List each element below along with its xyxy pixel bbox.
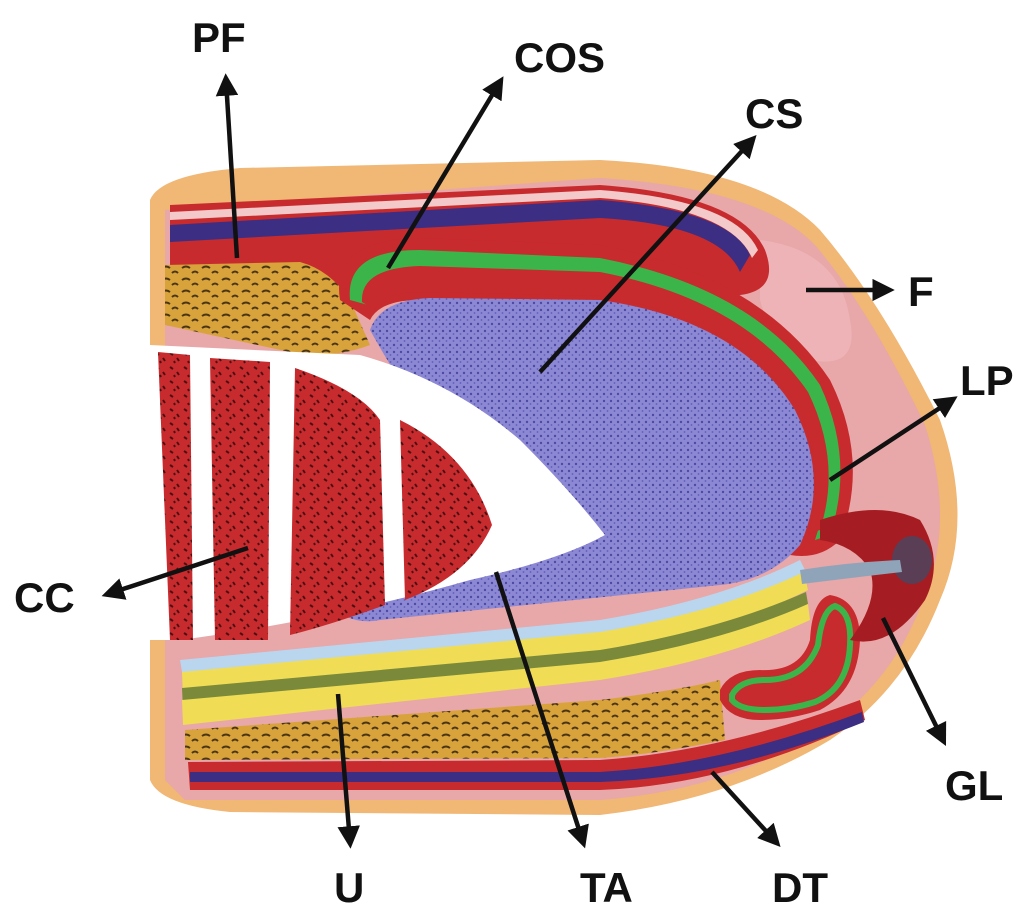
label-pf: PF	[192, 14, 246, 61]
label-lp: LP	[960, 357, 1014, 404]
arrow-dt	[712, 772, 776, 842]
label-cs: CS	[745, 90, 803, 137]
label-cos: COS	[514, 34, 605, 81]
label-f: F	[908, 268, 934, 315]
label-ta: TA	[580, 864, 633, 911]
cc-segment-2	[210, 358, 270, 640]
label-u: U	[334, 864, 364, 911]
label-gl: GL	[945, 762, 1003, 809]
label-dt: DT	[772, 864, 828, 911]
urethral-meatus	[892, 536, 932, 584]
label-cc: CC	[14, 574, 75, 621]
